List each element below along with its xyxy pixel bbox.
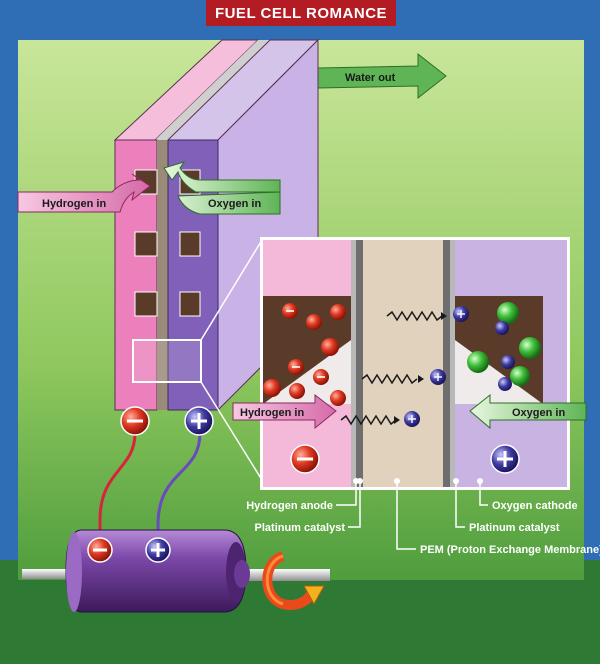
stack-negative-terminal bbox=[120, 406, 150, 436]
oxygen-cathode-label: Oxygen cathode bbox=[492, 500, 578, 512]
zoom-connector-top bbox=[200, 239, 263, 341]
negative-wire bbox=[98, 432, 137, 538]
proton-paths bbox=[340, 310, 443, 426]
hydrogen-in-arrow-magnified: Hydrogen in bbox=[232, 393, 337, 430]
oxygen-in-arrow: Oxygen in bbox=[163, 161, 281, 215]
hydrogen-atom bbox=[306, 314, 322, 330]
oxygen-atom bbox=[510, 366, 530, 386]
oxygen-in-arrow-magnified: Oxygen in bbox=[469, 393, 587, 430]
proton bbox=[501, 355, 515, 369]
positive-wire bbox=[156, 432, 202, 538]
pem-membrane bbox=[363, 240, 443, 487]
hydrogen-anode-label: Hydrogen anode bbox=[246, 500, 333, 512]
hydrogen-atom bbox=[330, 390, 346, 406]
motor-shaft-right bbox=[244, 569, 330, 581]
oxygen-atom bbox=[519, 337, 541, 359]
proton-path bbox=[386, 310, 443, 322]
motor-positive-terminal bbox=[145, 537, 171, 563]
stack-positive-terminal bbox=[184, 406, 214, 436]
water-out-arrow: Water out bbox=[317, 52, 447, 100]
zoom-connector-bottom bbox=[200, 381, 263, 481]
rotation-arrow-icon bbox=[262, 551, 325, 610]
cathode-plus-terminal bbox=[490, 444, 520, 474]
diagram-title: FUEL CELL ROMANCE bbox=[215, 5, 387, 22]
hydrogen-in-arrow: Hydrogen in bbox=[17, 173, 151, 213]
motor-negative-terminal bbox=[87, 537, 113, 563]
title-banner bbox=[206, 0, 396, 26]
hydrogen-atom bbox=[289, 383, 305, 399]
proton bbox=[498, 377, 512, 391]
platinum-catalyst-anode-label: Platinum catalyst bbox=[255, 522, 346, 534]
hydrogen-in-label: Hydrogen in bbox=[42, 198, 106, 210]
proton-arrowheads bbox=[394, 312, 447, 424]
hydrogen-atom bbox=[330, 304, 346, 320]
hydrogen-in-label-magnified: Hydrogen in bbox=[240, 407, 304, 419]
oxygen-in-label: Oxygen in bbox=[208, 198, 261, 210]
motor-shaft-left bbox=[22, 569, 72, 579]
proton-path bbox=[361, 373, 418, 385]
platinum-catalyst-cathode-label: Platinum catalyst bbox=[469, 522, 560, 534]
proton-path bbox=[340, 414, 397, 426]
hydrogen-atom bbox=[321, 338, 339, 356]
oxygen-atom bbox=[467, 351, 489, 373]
oxygen-atom bbox=[497, 302, 519, 324]
electron-minus-signs bbox=[286, 310, 325, 378]
oxygen-molecules bbox=[467, 302, 541, 386]
anode-minus-terminal bbox=[290, 444, 320, 474]
zoom-region bbox=[132, 339, 202, 383]
pem-label: PEM (Proton Exchange Membrane) bbox=[420, 544, 600, 556]
oxygen-in-label-magnified: Oxygen in bbox=[512, 407, 565, 419]
hydrogen-atom bbox=[263, 379, 281, 397]
callout-dots bbox=[353, 478, 483, 484]
callout-leaders bbox=[336, 481, 488, 550]
water-out-label: Water out bbox=[345, 72, 396, 84]
proton-plus-signs bbox=[408, 310, 465, 423]
proton bbox=[495, 321, 509, 335]
